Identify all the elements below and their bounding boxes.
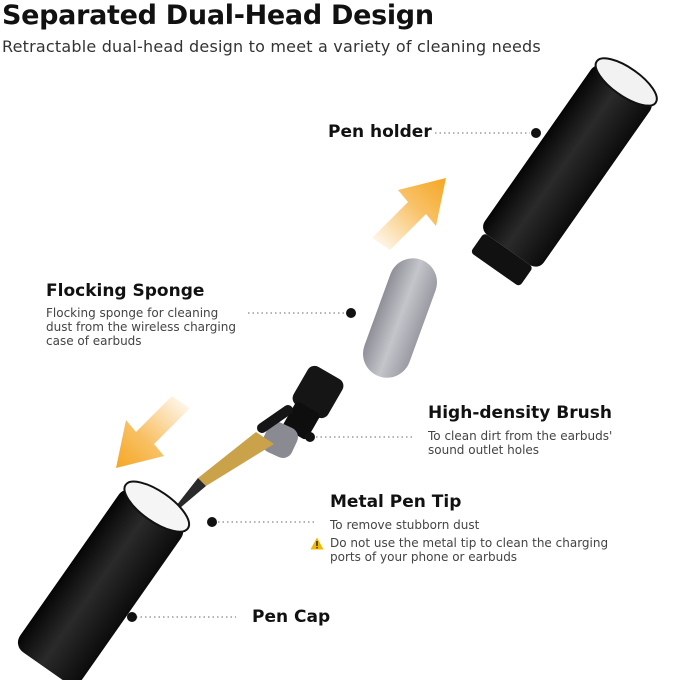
pen-cap-label: Pen Cap <box>252 607 331 627</box>
metal-tip-description: To remove stubborn dust <box>330 518 480 532</box>
leader-dots <box>127 128 541 622</box>
flocking-sponge-label: Flocking Sponge <box>46 281 205 301</box>
pen-cap-body <box>17 480 191 680</box>
brush-head <box>262 422 298 458</box>
warning-icon <box>310 537 324 550</box>
arrow-up-icon <box>372 178 446 250</box>
brush-label: High-density Brush <box>428 403 612 423</box>
metal-tip-label: Metal Pen Tip <box>330 492 462 512</box>
pen-holder-body <box>471 57 658 286</box>
page-title: Separated Dual-Head Design <box>2 0 434 31</box>
pen-holder-label: Pen holder <box>328 122 432 142</box>
metal-tip <box>176 405 293 508</box>
leader-lines <box>136 132 530 618</box>
flocking-sponge-description: Flocking sponge for cleaning dust from t… <box>46 306 236 348</box>
sponge-head <box>363 258 437 378</box>
page-subtitle: Retractable dual-head design to meet a v… <box>2 37 541 56</box>
brush-description: To clean dirt from the earbuds' sound ou… <box>428 429 613 457</box>
arrow-down-icon <box>116 396 190 468</box>
metal-tip-warning: Do not use the metal tip to clean the ch… <box>310 536 608 564</box>
